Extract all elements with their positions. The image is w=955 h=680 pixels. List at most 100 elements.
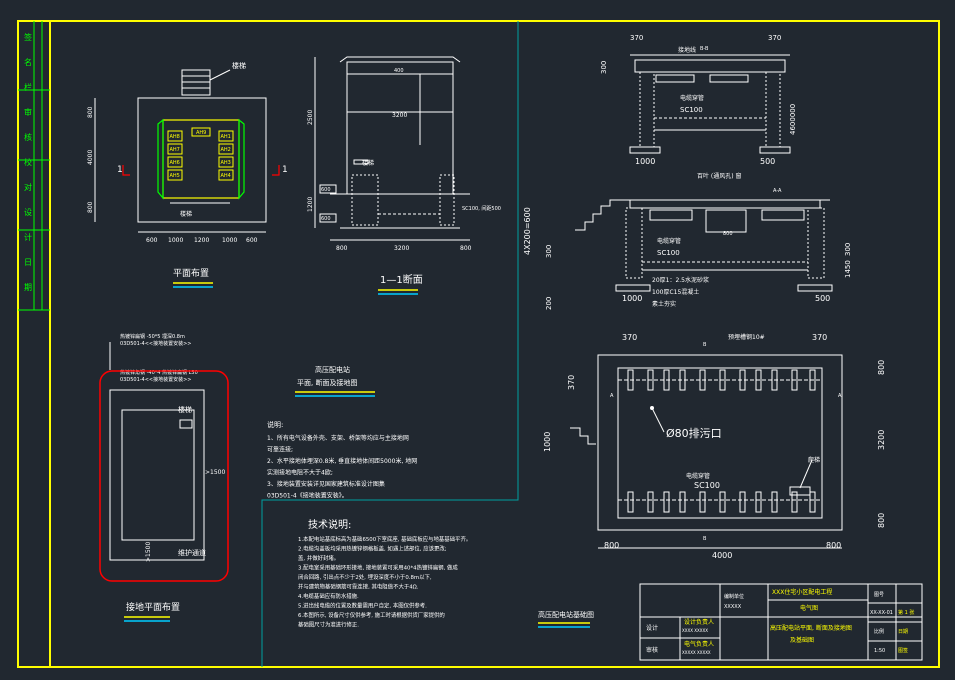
tb-drawing-title-2: 及基础图	[790, 636, 814, 644]
section-mid-label: 3200	[392, 112, 407, 119]
bb-bottom-left: 1000	[635, 157, 655, 166]
ground-dim-bottom: >1500	[145, 542, 152, 562]
side-strip-text-6: 对	[24, 182, 32, 192]
notes2-line-8: 6.本图所示, 设备尺寸仅供参考, 施工时请根据供货厂家提供的	[298, 611, 445, 619]
notes-block-1: 说明: 1、所有电气设备外壳、支架、桥架等均应与主接地网可靠连接;2、水平接地体…	[267, 420, 417, 500]
fd-stair: 爬梯	[808, 456, 820, 464]
cab-left-box-2	[167, 156, 183, 168]
bars-bottom-1	[647, 491, 654, 513]
fd-pipe2: SC100	[694, 481, 720, 490]
bars-bottom-3	[679, 491, 686, 513]
aa-bottom-left: 1000	[622, 294, 642, 303]
cab-right-label-0: AH1	[221, 134, 231, 140]
foundation-title: 高压配电站基础图	[538, 610, 594, 619]
tb-date: 日期	[898, 629, 908, 635]
fd-beam-label: 预埋槽钢10#	[728, 333, 765, 341]
plan-dim-left-1: 4000	[87, 150, 94, 165]
fd-right-dim-0: 800	[877, 360, 886, 375]
aa-dim-right-a: 300	[844, 243, 852, 256]
bars-top-1	[647, 369, 654, 391]
aa-bottom-right: 500	[815, 294, 830, 303]
fd-bottom-dim-1: 4000	[712, 551, 732, 560]
cab-left-label-2: AH6	[170, 160, 180, 166]
bars-top-6	[739, 369, 746, 391]
side-strip-text-0: 签	[24, 32, 32, 42]
plan-bottom-stair: 楼梯	[180, 210, 192, 218]
notes2-line-6: 4.电缆基础应有防水措施.	[298, 592, 359, 600]
legend-line-2: 平面, 断面及接地图	[297, 378, 357, 387]
notes1-line-2: 2、水平接地体埋深0.8米, 垂直接地体间距5000米, 地网	[267, 457, 417, 465]
aa-dim-left-top: 4X200=600	[523, 207, 532, 255]
region-divider	[261, 21, 519, 667]
cab-left-label-0: AH8	[170, 134, 180, 140]
ground-dim-right: >1500	[205, 469, 225, 476]
tb-scale-val: 1:50	[874, 648, 885, 654]
side-strip-text-9: 日	[24, 258, 32, 267]
ground-note-4: 03D501-4<<接地装置安装>>	[120, 376, 192, 383]
notes1-line-3: 实测接地电阻不大于4欧;	[267, 469, 333, 477]
bb-right-dim: 4600000	[789, 104, 797, 135]
fd-mark-b2: B	[703, 536, 707, 542]
bb-top-left: 370	[630, 34, 643, 42]
bars-top-10	[809, 369, 816, 391]
tb-company-1: 编制单位	[724, 593, 744, 600]
notes1-line-4: 3、接地装置安装详见国家建筑标准设计图集	[267, 480, 385, 488]
fd-drain: Ø80排污口	[666, 426, 722, 440]
tb-check: 审核	[646, 646, 658, 654]
aa-layer-1: 20厚1：2.5水泥砂浆	[652, 276, 709, 284]
section-pipe-label: SC100, 间距500	[462, 205, 501, 212]
side-strip-text-2: 栏	[24, 82, 32, 92]
tb-proj-head-sub: XXXX XXXXX	[682, 628, 708, 633]
notes2-line-9: 基础图尺寸为准进行修正.	[298, 621, 359, 629]
fd-bottom-dim-2: 800	[826, 541, 841, 550]
cabinet-top-label: AH9	[196, 130, 206, 136]
fd-mark-b1: B	[703, 342, 707, 348]
bars-top-2	[663, 369, 670, 391]
tb-elec-head-sub: XXXXX XXXXX	[682, 650, 711, 655]
tb-proj-sub: 电气图	[800, 604, 818, 612]
fd-right-dim-1: 3200	[877, 430, 886, 450]
fd-top-r: 370	[812, 333, 827, 342]
cab-left-label-1: AH7	[170, 147, 180, 153]
section-bb: 370 370 接地线 B-B 300 4600000 电缆穿管 SC100 1…	[600, 34, 797, 166]
fd-left-dim-top: 370	[567, 375, 576, 390]
cab-right-box-2	[218, 156, 234, 168]
plan-dim-bottom-0: 600	[146, 237, 158, 244]
notes2-line-1: 2.电缆沟盖板均采用热镀锌钢格板盖, 如遇上述部位, 应该更改;	[298, 545, 447, 553]
plan-dim-bottom-1: 1000	[168, 237, 183, 244]
cab-left-box-1	[167, 143, 183, 155]
bars-bottom-7	[755, 491, 762, 513]
plan-dim-bottom-3: 1000	[222, 237, 237, 244]
fd-top-l: 370	[622, 333, 637, 342]
fd-mark-a1: A	[610, 393, 614, 399]
bb-bottom-right: 500	[760, 157, 775, 166]
cab-right-box-3	[218, 169, 234, 181]
plan-dim-left-0: 800	[87, 106, 94, 118]
section-top-label: 400	[394, 68, 404, 74]
plan-stair-label: 楼梯	[232, 61, 246, 70]
notes1-heading: 说明:	[267, 420, 283, 429]
bars-top-0	[627, 369, 634, 391]
fd-bottom-dim-0: 800	[604, 541, 619, 550]
section-1-1: 400 3200 楼梯 600 600 SC100, 间距500 2500 12…	[307, 56, 501, 295]
section-title: 1—1断面	[380, 273, 423, 286]
section-dim-bottom-2: 800	[460, 245, 472, 252]
tb-drawing-title-1: 高压配电站平面, 断面及接地图	[770, 624, 852, 632]
side-strip-text-1: 名	[24, 57, 32, 67]
side-strip-text-5: 校	[24, 157, 32, 167]
bb-label: B-B	[700, 46, 709, 52]
notes2-line-3: 3.配电室采用基础环形接地, 接地装置可采用40*4热镀锌扁钢, 做成	[298, 564, 458, 572]
fd-pipe: 电缆穿管	[686, 472, 710, 480]
bb-pipe: 电缆穿管	[680, 94, 704, 102]
aa-layer-3: 素土夯实	[652, 300, 676, 308]
notes1-line-1: 可靠连接;	[267, 446, 293, 454]
notes-block-2: 技术说明: 1.本配电站基底标高为基础6500下室底座, 基础底板应与地基基础平…	[298, 518, 471, 629]
aa-dim-right-b: 1450	[844, 260, 852, 278]
side-strip-text-3: 审	[24, 107, 32, 117]
notes2-line-0: 1.本配电站基底标高为基础6500下室底座, 基础底板应与地基基础平齐。	[298, 535, 471, 543]
aa-hole: 百叶 (通风孔) 窗	[697, 172, 742, 180]
notes2-line-2: 盖, 并做好封堵。	[298, 554, 339, 562]
side-strip-text-8: 计	[24, 232, 32, 242]
aa-dim-left-b: 200	[545, 297, 553, 310]
